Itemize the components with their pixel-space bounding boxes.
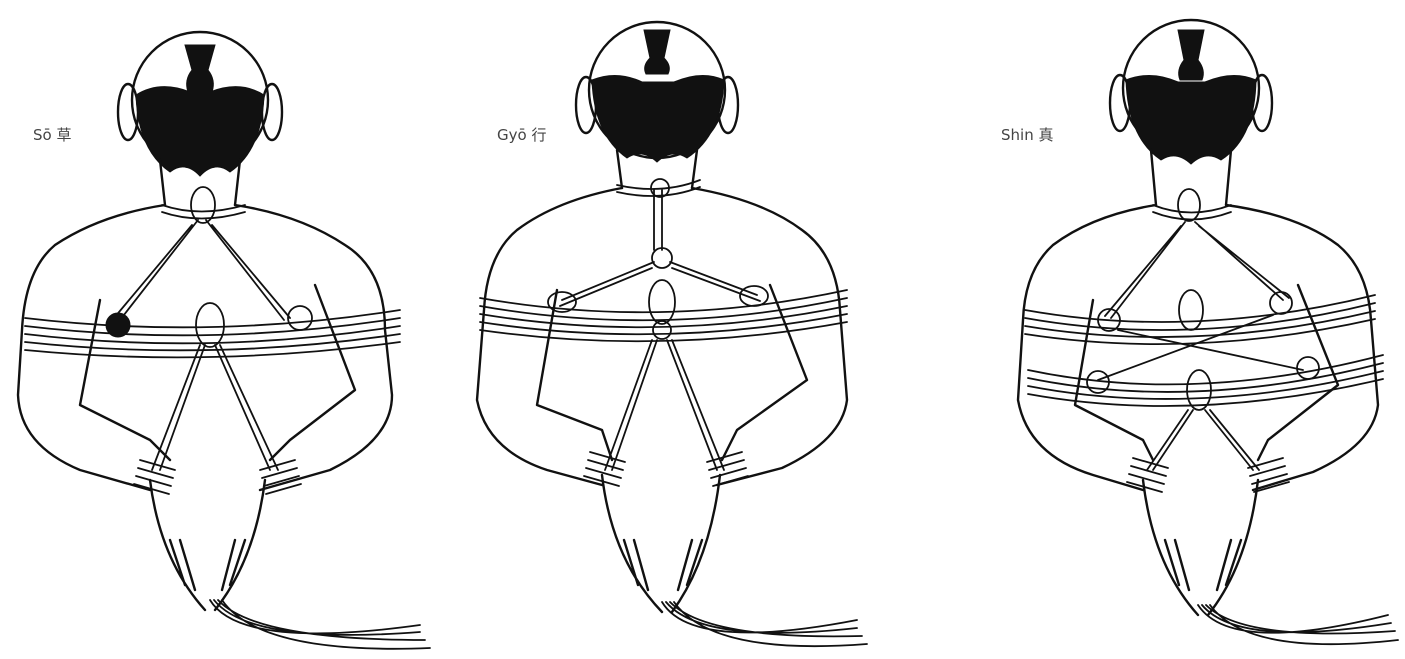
- knot-left: [106, 313, 130, 337]
- upper-knot-right: [1270, 292, 1292, 314]
- chest-diagonals: [114, 220, 290, 320]
- hands: [150, 480, 265, 610]
- upper-diagonals: [1105, 222, 1289, 318]
- rope-tail: [1198, 605, 1398, 644]
- right-ear: [262, 84, 282, 140]
- wrist-diagonals: [605, 340, 724, 470]
- figure-shin: [1003, 0, 1405, 659]
- bound-figure-so-drawing: [0, 0, 470, 659]
- spine-knot: [652, 248, 672, 268]
- right-wrist-wrap: [707, 452, 748, 486]
- hair: [592, 75, 724, 162]
- wrist-diagonals: [1147, 410, 1259, 470]
- bound-figure-shin-drawing: [1003, 0, 1403, 659]
- neck-rope: [162, 205, 245, 219]
- neck-rope: [617, 180, 700, 196]
- neck-rope: [1153, 205, 1231, 220]
- wrist-diagonals: [152, 345, 278, 470]
- rope-tail: [662, 602, 867, 646]
- bound-figure-gyo-drawing: [462, 0, 932, 659]
- hands: [1143, 480, 1258, 615]
- rope-tail: [210, 600, 430, 649]
- hands: [602, 475, 720, 612]
- center-loop: [196, 303, 224, 347]
- hair: [1126, 75, 1256, 164]
- lower-knot-right: [1297, 357, 1319, 379]
- neck-loop: [1178, 189, 1200, 221]
- chest-band: [25, 310, 400, 357]
- center-loop: [649, 280, 675, 324]
- forearms: [80, 285, 355, 460]
- topknot: [185, 45, 215, 92]
- knot-right: [288, 306, 312, 330]
- topknot: [644, 30, 670, 74]
- left-ear: [118, 84, 138, 140]
- figure-gyo: [462, 0, 932, 659]
- figure-so: [0, 0, 470, 659]
- chest-band: [480, 290, 847, 341]
- hair: [136, 87, 264, 176]
- topknot: [1178, 30, 1204, 80]
- upper-chest-band: [1025, 295, 1375, 344]
- spine-rope: [654, 190, 662, 250]
- upper-center-loop: [1179, 290, 1203, 330]
